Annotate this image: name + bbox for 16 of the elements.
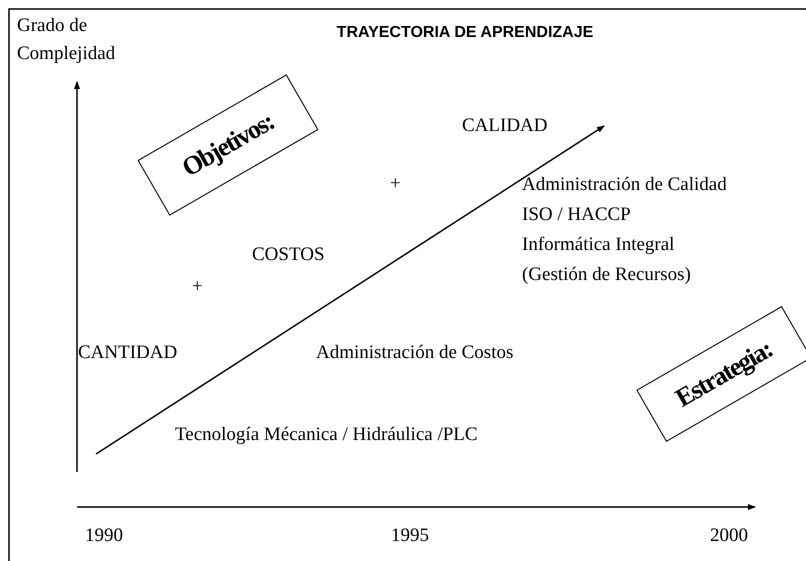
strategy-text: (Gestión de Recursos) bbox=[522, 263, 691, 287]
strategy-text: Tecnología Mécanica / Hidráulica /PLC bbox=[175, 423, 478, 447]
stage-label: CALIDAD bbox=[462, 114, 548, 138]
strategy-text: Administración de Calidad bbox=[522, 173, 727, 197]
plus-sign: + bbox=[192, 275, 203, 299]
stage-label: COSTOS bbox=[252, 243, 325, 267]
stage-label: CANTIDAD bbox=[78, 341, 178, 365]
plus-sign: + bbox=[390, 172, 401, 196]
strategy-text: Administración de Costos bbox=[316, 341, 514, 365]
axis-title: Grado de Complejidad bbox=[17, 14, 116, 66]
strategy-text: ISO / HACCP bbox=[522, 203, 631, 227]
year-tick-label: 2000 bbox=[710, 524, 748, 548]
year-tick-label: 1990 bbox=[85, 524, 123, 548]
diagram-title: TRAYECTORIA DE APRENDIZAJE bbox=[336, 24, 594, 42]
strategy-text: Informática Integral bbox=[522, 233, 674, 257]
year-tick-label: 1995 bbox=[391, 524, 429, 548]
